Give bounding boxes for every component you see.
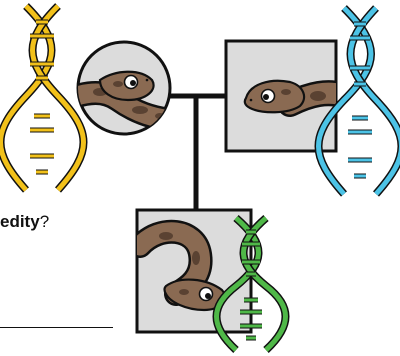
snake-offspring	[137, 219, 226, 312]
offspring-figure	[135, 208, 253, 334]
snake-right	[243, 79, 336, 117]
pedigree-lines	[168, 93, 228, 212]
parent-left-figure	[76, 40, 172, 136]
question-text: edity?	[0, 212, 49, 232]
question-suffix: ?	[39, 212, 50, 231]
dna-blue-icon	[314, 5, 400, 197]
dna-green-icon	[212, 214, 290, 353]
parent-right-figure	[224, 39, 338, 153]
dna-yellow-icon	[0, 3, 88, 193]
answer-blank-line	[0, 327, 113, 328]
snake-left	[78, 70, 170, 132]
question-highlight: edity	[0, 212, 40, 231]
